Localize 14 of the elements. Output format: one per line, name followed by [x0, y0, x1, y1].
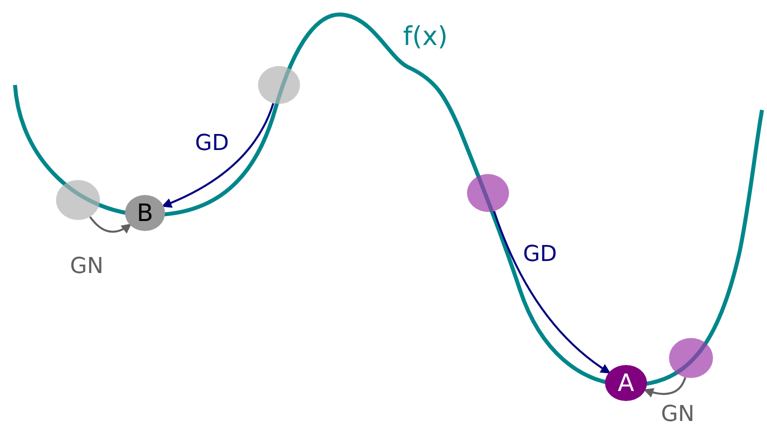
- edge-label: GD: [195, 133, 229, 155]
- edge-label: GN: [70, 256, 104, 278]
- ball: [56, 180, 100, 220]
- arrow: [162, 102, 274, 208]
- edge-label: GN: [661, 404, 695, 426]
- labeled-ball: B: [125, 195, 165, 231]
- ball: [669, 338, 713, 378]
- ball: [258, 66, 300, 104]
- arrow: [89, 216, 132, 234]
- arrow: [493, 210, 611, 374]
- function-label: f(x): [403, 24, 448, 50]
- edge-label: GD: [523, 244, 557, 266]
- ball: [467, 174, 509, 212]
- labeled-ball: A: [605, 365, 647, 401]
